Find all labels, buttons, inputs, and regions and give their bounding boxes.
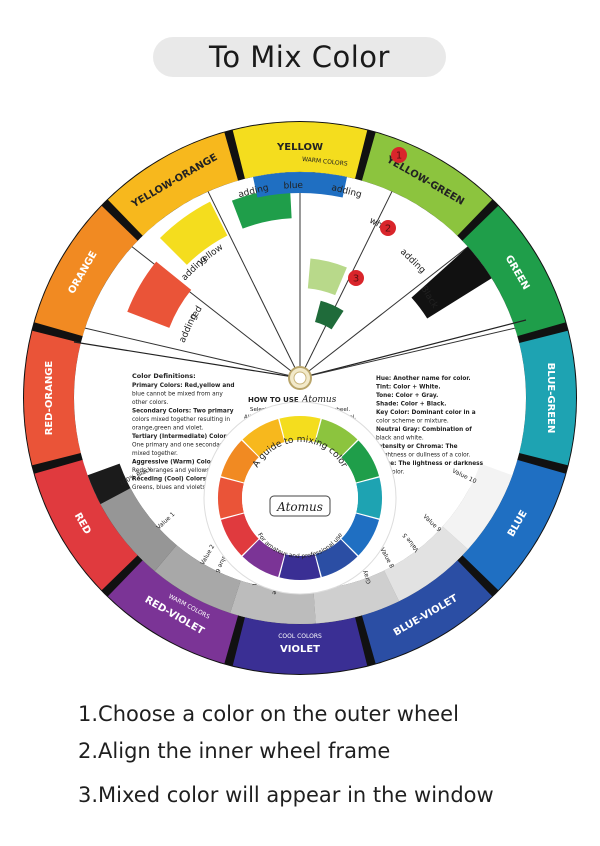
step-marker-3 [348,270,364,286]
definition-line: Reds, oranges and yellows. [132,468,211,474]
definition-line: Secondary Colors: Two primary [132,409,234,415]
mixing-window-1 [127,261,192,328]
step-marker-label: 1 [396,151,402,162]
cool-colors-label: COOL COLORS [278,633,322,640]
definition-line: colors mixed together resulting in [132,417,230,423]
inner-segment [315,539,358,578]
definition-line: black and white. [376,436,424,442]
outer-segment-blue[interactable] [462,459,566,591]
inner-segment [242,418,285,457]
step-markers: 1 2 3 [348,147,407,286]
inner-segment [315,418,358,457]
inner-brand-frame [269,495,331,517]
mixing-window-4 [307,258,347,296]
outer-segment-red-orange[interactable] [24,330,81,466]
inner-segment [356,477,382,519]
outer-segment-red[interactable] [34,459,138,591]
outer-segment-red-violet[interactable] [107,560,239,664]
mixing-fan: addingredaddingyellowaddingblueaddingwhi… [73,172,527,379]
definition-line: orange,green and violet. [132,426,204,432]
definition-line: Tint: Color + White. [376,385,441,391]
black-wedge [411,246,492,319]
instruction-step-3: 3.Mixed color will appear in the window [78,783,494,807]
definition-line: mixed together. [132,451,178,457]
instruction-step-1: 1.Choose a color on the outer wheel [78,702,459,726]
outer-segment-green[interactable] [462,205,566,337]
inner-segment [341,440,380,483]
hue-definitions-block: Hue: Another name for color. Tint: Color … [376,376,484,476]
mixing-word: blue [283,181,303,192]
outer-segment-yellow-orange[interactable] [107,132,239,236]
step-marker-2 [380,220,396,236]
outer-label-violet: VIOLET [280,644,320,655]
step-marker-label: 2 [385,224,391,235]
definition-line: Value: The lightness or darkness [376,461,484,467]
mixing-window-2 [159,201,228,265]
inner-segment [218,477,244,519]
step-marker-label: 3 [353,274,359,285]
outer-label-blue-green: BLUE-GREEN [545,363,556,434]
instruction-step-2: 2.Align the inner wheel frame [78,739,391,763]
definition-line: Receding (Cool) Colors: [132,477,209,483]
definition-line: Tertiary (Intermediate) Colors: [132,434,232,440]
definition-line: brightness or dullness of a color. [376,453,470,459]
definition-line: Hue: Another name for color. [376,376,471,382]
mixing-window-5 [315,300,344,330]
pivot-rivet [288,366,312,390]
definition-line: Aggressive (Warm) Colors: [132,460,219,466]
outer-segment-blue-green[interactable] [519,330,576,466]
inner-segment [220,440,259,483]
definitions-block: Color Definitions: Primary Colors: Red,ye… [132,372,235,491]
outer-label-red-orange: RED-ORANGE [44,361,55,436]
inner-segment [341,513,380,556]
inner-segment [279,416,321,442]
outer-segment-yellow[interactable] [232,122,368,179]
definition-line: blue cannot be mixed from any [132,392,223,398]
definition-line: Greens, blues and violets. [132,485,207,491]
outer-segment-orange[interactable] [34,205,138,337]
how-to-use-brand: Atomus [301,395,337,405]
color-wheel: YELLOWYELLOW-GREENGREENBLUE-GREENBLUEBLU… [23,121,577,675]
outer-segment-blue-violet[interactable] [361,560,493,664]
definition-line: Primary Colors: Red,yellow and [132,383,235,389]
definition-line: Intensity or Chroma: The [376,444,458,450]
definitions-heading: Color Definitions: [132,372,196,380]
outer-ring-inner-edge [74,172,526,624]
outer-label-yellow: YELLOW [276,142,323,153]
definition-line: Tone: Color + Gray. [376,393,438,399]
definition-line: Shade: Color + Black. [376,402,446,408]
top-notch [253,172,347,198]
definition-line: Neutral Gray: Combination of [376,427,472,433]
definition-line: color scheme or mixture. [376,419,449,425]
page-title: To Mix Color [153,37,446,77]
how-to-use-heading: HOW TO USE [248,396,299,404]
warm-colors-label-top: WARM COLORS [302,156,348,168]
definition-line: other colors. [132,400,169,406]
inner-brand: Atomus [276,500,323,514]
inner-segment [242,539,285,578]
definition-line: One primary and one secondary [132,443,226,449]
inner-segment [220,513,259,556]
step-marker-1 [391,147,407,163]
inner-segment [279,554,321,580]
definition-line: Key Color: Dominant color in a [376,410,476,416]
mixing-window-3 [231,188,292,229]
outer-segment-violet[interactable] [232,617,368,674]
